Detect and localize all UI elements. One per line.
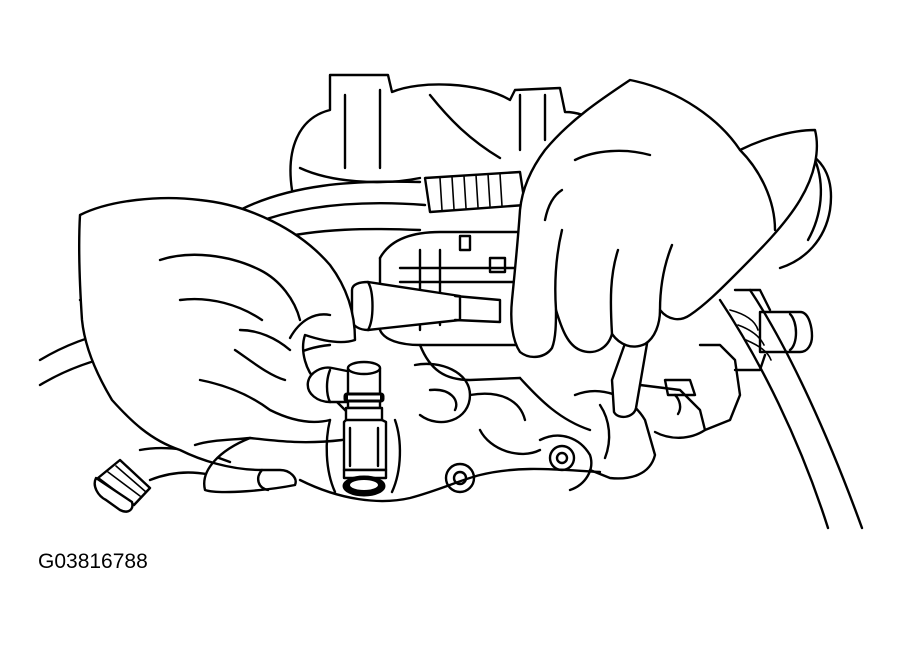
- right-hand: [510, 78, 819, 359]
- figure-code: G03816788: [38, 550, 148, 573]
- left-hand: [77, 196, 357, 494]
- fuel-injector-removal-illustration: [38, 73, 864, 530]
- fuel-injector: [306, 360, 402, 497]
- engine-manifold: [38, 73, 864, 530]
